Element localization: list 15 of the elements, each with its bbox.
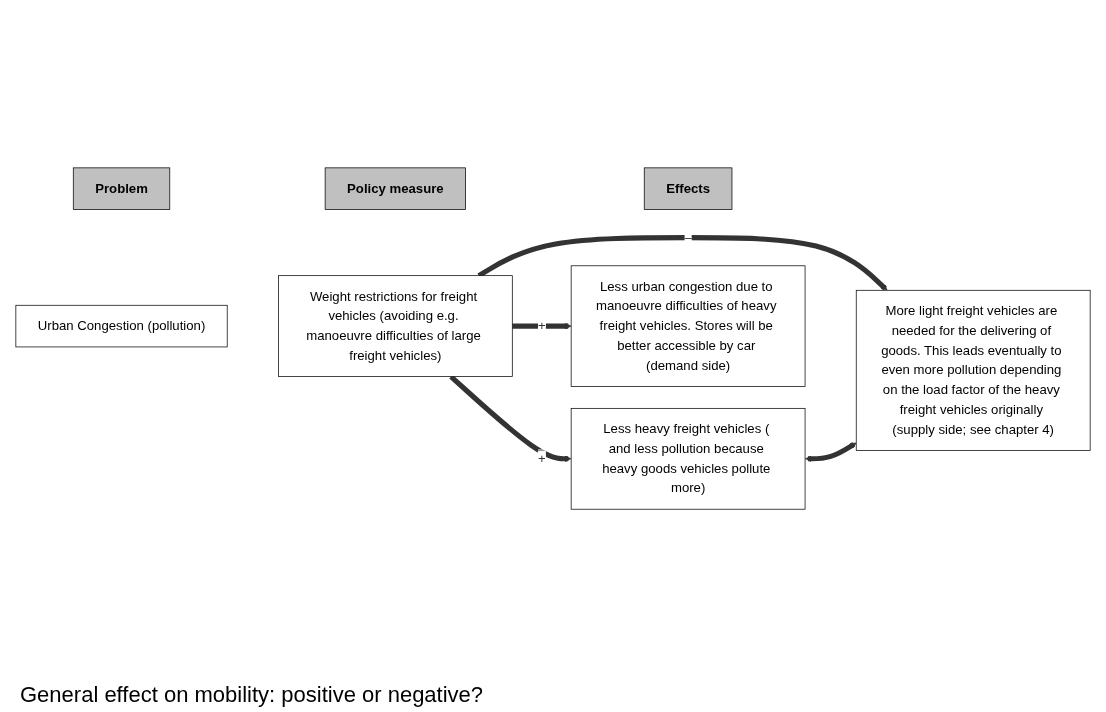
node-box: Urban Congestion (pollution) bbox=[15, 305, 228, 348]
node-box: Less heavy freight vehicles ( and less pollution because heavy goods vehicles pollute more) bbox=[570, 408, 806, 511]
arrow bbox=[805, 442, 857, 463]
edge-label: – bbox=[684, 230, 692, 246]
arrow bbox=[477, 235, 888, 292]
note-text: General effect on mobility: positive or negative? bbox=[20, 682, 485, 708]
edge-label: + bbox=[537, 318, 546, 334]
node-box: Effects bbox=[643, 167, 733, 211]
node-box: Policy measure bbox=[324, 167, 466, 211]
edge-label: + bbox=[537, 451, 546, 467]
node-box: Weight restrictions for freight vehicles (avoiding e.g. manoeuvre difficulties of large freight vehicles) bbox=[278, 275, 513, 378]
arrow bbox=[512, 323, 572, 330]
node-box: More light freight vehicles are needed for the delivering of goods. This leads eventually to even more pollution depending on the load factor of the heavy freight vehicles originally (supply side; see chapter 4) bbox=[855, 290, 1091, 452]
node-box: Less urban congestion due to manoeuvre difficulties of heavy freight vehicles. Stores will be better accessible by car (demand side) bbox=[570, 265, 806, 388]
node-box: Problem bbox=[72, 167, 171, 211]
